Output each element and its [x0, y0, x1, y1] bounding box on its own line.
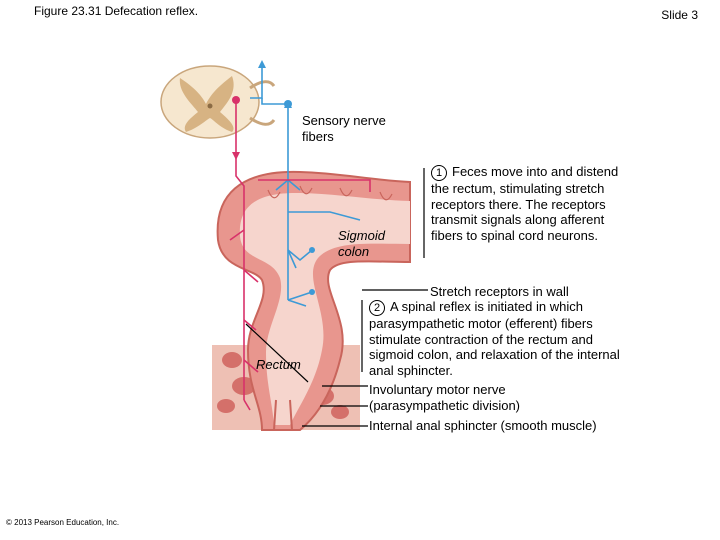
label-stretch-receptors: Stretch receptors in wall: [430, 284, 569, 299]
slide-number: Slide 3: [661, 8, 698, 22]
label-sensory-nerve-fibers: Sensory nerve fibers: [302, 113, 386, 144]
figure-title: Figure 23.31 Defecation reflex.: [34, 4, 199, 18]
step-2-number: 2: [369, 300, 385, 316]
motor-fibers: [229, 96, 371, 411]
spinal-cord-section: [160, 65, 276, 139]
label-rectum: Rectum: [256, 357, 301, 372]
step-1-number: 1: [431, 165, 447, 181]
label-sigmoid-colon: Sigmoid colon: [338, 228, 385, 259]
step-2-description: A spinal reflex is initiated in which pa…: [369, 299, 620, 378]
label-internal-anal-sphincter: Internal anal sphincter (smooth muscle): [369, 418, 597, 433]
copyright-notice: © 2013 Pearson Education, Inc.: [6, 518, 120, 527]
step-1-description: Feces move into and distend the rectum, …: [431, 164, 619, 243]
sensory-fibers: [250, 60, 361, 307]
label-involuntary-motor-nerve: Involuntary motor nerve (parasympathetic…: [369, 382, 521, 413]
leader-lines: [245, 168, 428, 427]
colon-and-rectum: [216, 170, 411, 431]
